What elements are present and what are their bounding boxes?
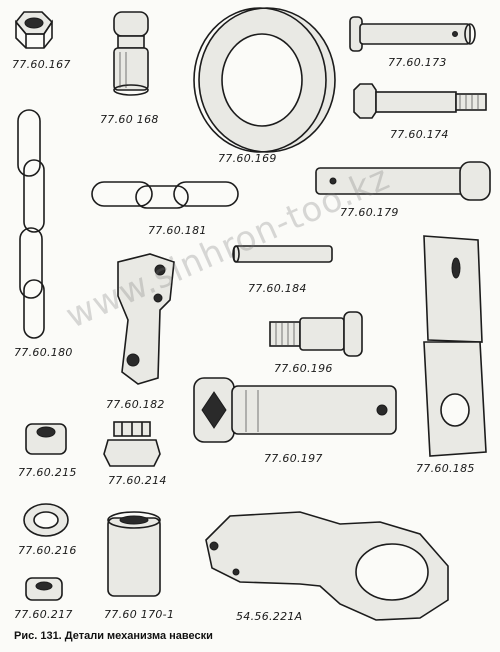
flat-nut-drawing	[25, 577, 63, 601]
big-pin-drawing	[193, 377, 397, 443]
threaded-pin-drawing	[353, 83, 487, 119]
part-label-77-60-216: 77.60.216	[18, 544, 77, 557]
part-label-77-60-217: 77.60.217	[14, 608, 73, 621]
small-pin-drawing	[232, 245, 333, 263]
part-label-77-60-179: 77.60.179	[340, 206, 399, 219]
part-label-77-60-168: 77.60 168	[100, 113, 159, 126]
part-label-77-60-196: 77.60.196	[274, 362, 333, 375]
part-label-77-60-181: 77.60.181	[148, 224, 207, 237]
part-label-77-60-182: 77.60.182	[106, 398, 165, 411]
headed-pin-drawing	[113, 11, 149, 96]
bushing-drawing	[25, 423, 67, 455]
castle-nut-drawing	[103, 421, 161, 467]
large-ring-drawing	[193, 7, 336, 153]
part-label-77-60-185: 77.60.185	[416, 462, 475, 475]
vertical-chain-drawing	[17, 109, 45, 339]
part-label-77-60-169: 77.60.169	[218, 152, 277, 165]
part-label-77-60-170-1: 77.60 170-1	[104, 608, 175, 621]
horizontal-chain-drawing	[91, 181, 239, 209]
part-label-77-60-174: 77.60.174	[390, 128, 449, 141]
long-pin-2-drawing	[315, 161, 491, 201]
plates-drawing	[423, 235, 487, 457]
part-label-77-60-197: 77.60.197	[264, 452, 323, 465]
part-label-77-60-214: 77.60.214	[108, 474, 167, 487]
hex-nut-drawing	[14, 11, 54, 49]
washer-drawing	[23, 503, 69, 537]
clamp-arm-drawing	[205, 511, 449, 621]
part-label-77-60-180: 77.60.180	[14, 346, 73, 359]
part-label-54-56-221a: 54.56.221А	[236, 610, 303, 623]
part-label-77-60-184: 77.60.184	[248, 282, 307, 295]
sleeve-drawing	[107, 511, 161, 597]
part-label-77-60-167: 77.60.167	[12, 58, 71, 71]
long-pin-1-drawing	[349, 16, 476, 52]
part-label-77-60-173: 77.60.173	[388, 56, 447, 69]
figure-caption: Рис. 131. Детали механизма навески	[14, 630, 213, 642]
bracket-drawing	[117, 253, 175, 385]
threaded-spacer-drawing	[269, 311, 363, 357]
part-label-77-60-215: 77.60.215	[18, 466, 77, 479]
